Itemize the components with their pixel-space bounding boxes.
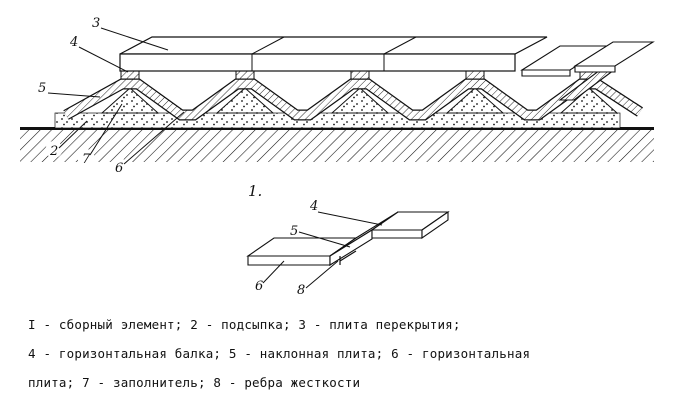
legend-line-3: плита; 7 - заполнитель; 8 - ребра жестко… (28, 375, 361, 390)
detail-bottom-plate-front (247, 255, 331, 266)
callout-4: 4 (69, 35, 78, 50)
leader-detail-6 (262, 260, 285, 284)
slab-top-face (119, 36, 548, 55)
detail-top-plate-front (371, 229, 423, 239)
ground-hatch (20, 130, 654, 162)
iso-slab2-edge (574, 65, 616, 73)
slab-joints (251, 36, 417, 71)
callout-3: 3 (92, 16, 100, 31)
slab-front-face (119, 53, 516, 72)
leader-7 (89, 103, 123, 156)
filler-triangle (445, 87, 505, 114)
leader-2 (58, 120, 88, 149)
detail-callout-4: 4 (309, 199, 318, 214)
folded-plate-band (63, 78, 644, 121)
callout-7: 7 (82, 152, 91, 167)
filler-triangle (100, 87, 160, 114)
leader-detail-5 (298, 231, 351, 248)
callout-6: 6 (115, 161, 123, 176)
filler-triangle (559, 87, 619, 114)
filler-triangles (100, 87, 619, 114)
callout-2: 2 (49, 144, 58, 159)
detail-callout-8: 8 (297, 283, 305, 298)
iso-slab-edge (521, 69, 571, 77)
leader-5 (47, 92, 101, 98)
filler-triangle (330, 87, 390, 114)
detail-view: 1. 4 5 6 8 (246, 182, 450, 298)
leader-detail-8 (305, 260, 339, 289)
detail-top-plate-end (421, 210, 449, 240)
main-leader-lines (47, 27, 185, 165)
legend-line-1: I - сборный элемент; 2 - подсыпка; 3 - п… (28, 317, 461, 332)
leader-3 (100, 27, 169, 51)
callout-5: 5 (38, 81, 46, 96)
plate-band-hatch (63, 79, 643, 120)
legend-line-2: 4 - горизонтальная балка; 5 - наклонная … (28, 346, 531, 361)
filler-triangle (215, 87, 275, 114)
leader-detail-4 (317, 211, 383, 226)
right-isometric-element (520, 41, 655, 101)
leader-6 (123, 111, 185, 165)
detail-callout-6: 6 (255, 279, 263, 294)
detail-label: 1. (248, 182, 262, 200)
main-section-view: 3 4 5 2 7 6 (20, 16, 655, 176)
detail-stiffening-rib (339, 250, 357, 265)
detail-leader-lines (262, 211, 383, 289)
detail-callout-5: 5 (290, 224, 298, 239)
floor-slab (119, 36, 548, 72)
leader-4 (78, 46, 129, 73)
callout-halos (45, 141, 128, 175)
figure-legend: I - сборный элемент; 2 - подсыпка; 3 - п… (28, 310, 676, 397)
